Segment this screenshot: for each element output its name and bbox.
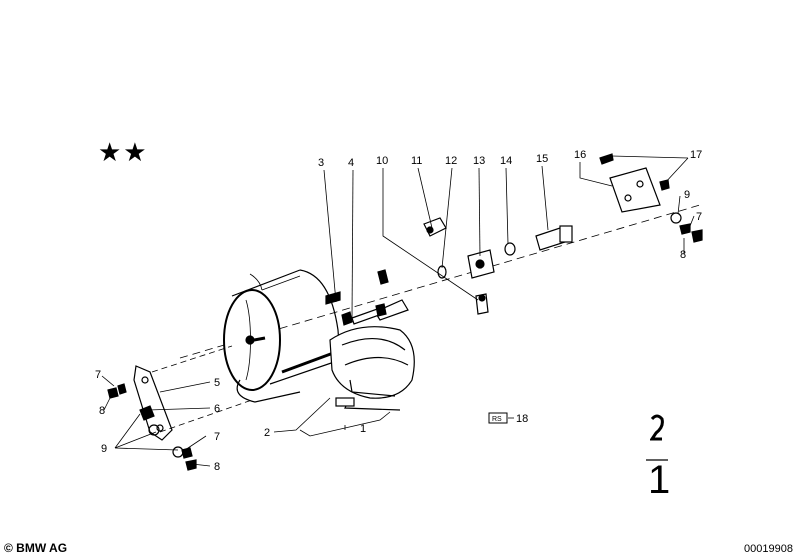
part-6-bolt xyxy=(139,405,155,421)
part-9-washer-b xyxy=(172,446,184,458)
part-8-clip-b xyxy=(185,459,197,471)
callout-15: 15 xyxy=(536,153,548,165)
part-10-fitting xyxy=(475,293,489,315)
callout-11: 11 xyxy=(411,155,422,167)
sheet-number: 1 xyxy=(648,458,671,502)
callout-17: 17 xyxy=(690,149,702,161)
callout-14: 14 xyxy=(500,155,512,167)
part-17-screw xyxy=(599,153,614,165)
callout-9-right: 9 xyxy=(684,189,690,201)
rs-box-label: RS xyxy=(492,416,502,423)
part-7-nut-b xyxy=(181,447,193,459)
callout-6: 6 xyxy=(214,403,220,415)
callout-16: 16 xyxy=(574,149,586,161)
master-cylinder xyxy=(325,269,415,411)
image-code: 00019908 xyxy=(744,543,793,555)
rs-box xyxy=(488,412,508,424)
callout-13: 13 xyxy=(473,155,485,167)
callout-8-right: 8 xyxy=(680,249,686,261)
callout-3: 3 xyxy=(318,157,324,169)
part-7-nut-right xyxy=(679,223,691,235)
part-5-bracket xyxy=(133,365,173,441)
copyright: © BMW AG xyxy=(4,541,68,555)
callout-4: 4 xyxy=(348,157,354,169)
part-16-bracket xyxy=(609,167,661,213)
callout-5: 5 xyxy=(214,377,220,389)
part-7-nut-a xyxy=(117,383,127,395)
callout-7-left-bottom: 7 xyxy=(214,431,220,443)
callout-18: 18 xyxy=(516,413,528,425)
part-8-clip-right xyxy=(691,229,703,243)
part-13-connector xyxy=(467,249,495,279)
part-14-washer xyxy=(504,242,516,256)
part-15-bolt xyxy=(535,225,573,251)
callout-7-left-top: 7 xyxy=(95,369,101,381)
callout-10: 10 xyxy=(376,155,388,167)
callout-8-left-top: 8 xyxy=(99,405,105,417)
brake-booster xyxy=(223,269,341,403)
part-11-valve xyxy=(423,217,447,237)
star-marks: ★★ xyxy=(98,138,149,168)
part-4-bolt xyxy=(351,303,387,325)
callout-7-right: 7 xyxy=(696,211,702,223)
sheet-number-partial xyxy=(650,412,664,444)
part-9-washer-right xyxy=(670,212,682,224)
callout-8-left-bottom: 8 xyxy=(214,461,220,473)
part-8-clip-a xyxy=(107,387,119,399)
leader-lines xyxy=(101,155,695,467)
part-3-nut xyxy=(341,311,353,326)
assembly-line-bottom xyxy=(159,399,253,433)
callout-9-left: 9 xyxy=(101,443,107,455)
assembly-line-left xyxy=(151,345,233,373)
callout-12: 12 xyxy=(445,155,457,167)
callout-2: 2 xyxy=(264,427,270,439)
part-9-washer-a xyxy=(148,424,160,436)
part-17-screw-b xyxy=(659,179,670,191)
callout-1: 1 xyxy=(360,423,366,435)
